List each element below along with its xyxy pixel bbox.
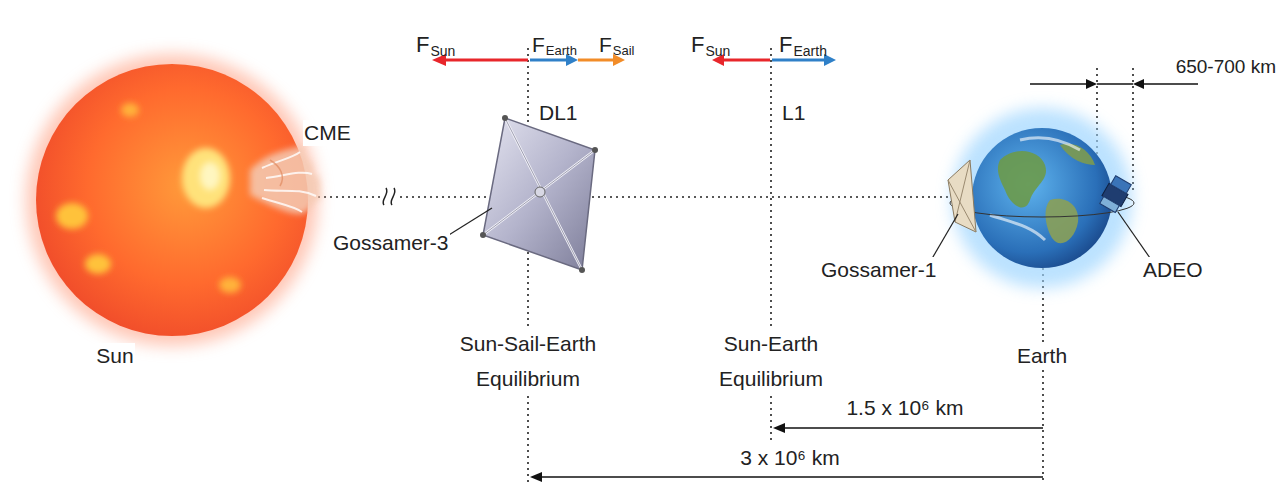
sail-membrane bbox=[948, 160, 976, 232]
distance-label: 650-700 km bbox=[1175, 56, 1277, 79]
force-arrow bbox=[444, 59, 528, 62]
sail-tip bbox=[592, 147, 598, 153]
leader-line bbox=[1118, 212, 1150, 258]
cme-plume bbox=[250, 145, 322, 214]
sail-boom bbox=[483, 150, 595, 235]
point-label: L1 bbox=[781, 100, 806, 125]
leader-lines bbox=[444, 208, 1150, 262]
sun-earth-axis bbox=[318, 196, 382, 198]
dimension-line bbox=[1141, 83, 1198, 85]
force-subscript: Sail bbox=[612, 43, 636, 59]
arrow-head bbox=[1086, 79, 1097, 89]
earth-land bbox=[1046, 199, 1079, 244]
satellite-panel bbox=[1111, 176, 1132, 194]
force-symbol: F bbox=[415, 32, 430, 58]
sail-tip bbox=[480, 232, 486, 238]
leader-line bbox=[444, 208, 492, 238]
sun-spot bbox=[56, 203, 88, 229]
dimension-arrows bbox=[530, 79, 1198, 482]
earth-guide bbox=[1042, 262, 1044, 484]
arrow-head bbox=[530, 472, 542, 482]
force-subscript: Earth bbox=[545, 43, 578, 59]
force-arrow bbox=[578, 59, 614, 62]
dotted-guides bbox=[318, 48, 1133, 484]
satellite-panel bbox=[1100, 197, 1120, 213]
earth-glow bbox=[952, 108, 1132, 288]
sun-spot bbox=[85, 254, 111, 274]
force-symbol: F bbox=[778, 32, 793, 58]
force-symbol: F bbox=[690, 32, 705, 58]
earth-disc bbox=[972, 128, 1112, 268]
earth-land bbox=[998, 151, 1046, 207]
sun-spot bbox=[219, 277, 241, 293]
force-arrow bbox=[530, 59, 567, 62]
sun-earth-axis bbox=[400, 196, 952, 198]
sail-tip bbox=[502, 115, 508, 121]
force-symbol: F bbox=[598, 32, 613, 57]
force-arrow bbox=[772, 59, 825, 62]
sail-boom bbox=[505, 118, 582, 270]
dimension-line bbox=[783, 427, 1043, 429]
force-subscript: Earth bbox=[792, 43, 827, 60]
force-symbol: F bbox=[531, 32, 546, 57]
distance-label: 3 x 10⁶ km bbox=[739, 445, 841, 470]
sail-boom bbox=[505, 118, 582, 270]
arrow-head bbox=[1133, 79, 1144, 89]
callout-label: Gossamer-3 bbox=[332, 230, 450, 255]
break-mark bbox=[391, 188, 395, 205]
cme-wisps bbox=[270, 160, 282, 186]
break-mark bbox=[383, 188, 387, 205]
callout-label: CME bbox=[303, 120, 352, 145]
callout-label: Gossamer-1 bbox=[820, 257, 938, 282]
sail-boom bbox=[955, 160, 970, 222]
adeo-satellite bbox=[1098, 175, 1133, 214]
sail-membrane bbox=[483, 118, 595, 270]
body-label: Earth bbox=[1016, 343, 1068, 368]
body-label: Sun bbox=[95, 343, 134, 368]
equilibrium-label: Sun-Earth Equilibrium bbox=[695, 326, 847, 396]
gossamer-1-sail bbox=[948, 160, 976, 232]
cme-wisps bbox=[262, 152, 316, 212]
dl1-guide bbox=[527, 48, 529, 484]
force-arrow bbox=[723, 59, 770, 62]
sun-spot bbox=[121, 103, 139, 117]
cme-figure bbox=[250, 145, 322, 214]
sun-flare bbox=[200, 162, 220, 190]
sail-tip bbox=[579, 267, 585, 273]
earth-clouds bbox=[990, 138, 1080, 240]
callout-label: ADEO bbox=[1142, 257, 1204, 282]
orbit-guide bbox=[1132, 68, 1134, 192]
axis-break bbox=[383, 188, 395, 205]
dimension-line bbox=[540, 476, 1043, 478]
distance-label: 1.5 x 10⁶ km bbox=[845, 395, 964, 420]
dimension-line bbox=[1030, 83, 1089, 85]
arrow-head bbox=[773, 423, 785, 433]
point-label: DL1 bbox=[538, 100, 579, 125]
sail-boom bbox=[483, 150, 595, 235]
leader-line bbox=[930, 214, 958, 262]
dimension-line bbox=[1097, 83, 1133, 85]
sail-hub bbox=[535, 187, 545, 197]
force-subscript: Sun bbox=[429, 43, 456, 60]
gossamer-3-sail bbox=[480, 115, 598, 273]
force-subscript: Sun bbox=[704, 43, 731, 60]
sun-flare bbox=[182, 148, 230, 208]
equilibrium-label: Sun-Sail-Earth Equilibrium bbox=[437, 326, 619, 396]
earth-figure bbox=[950, 108, 1134, 288]
